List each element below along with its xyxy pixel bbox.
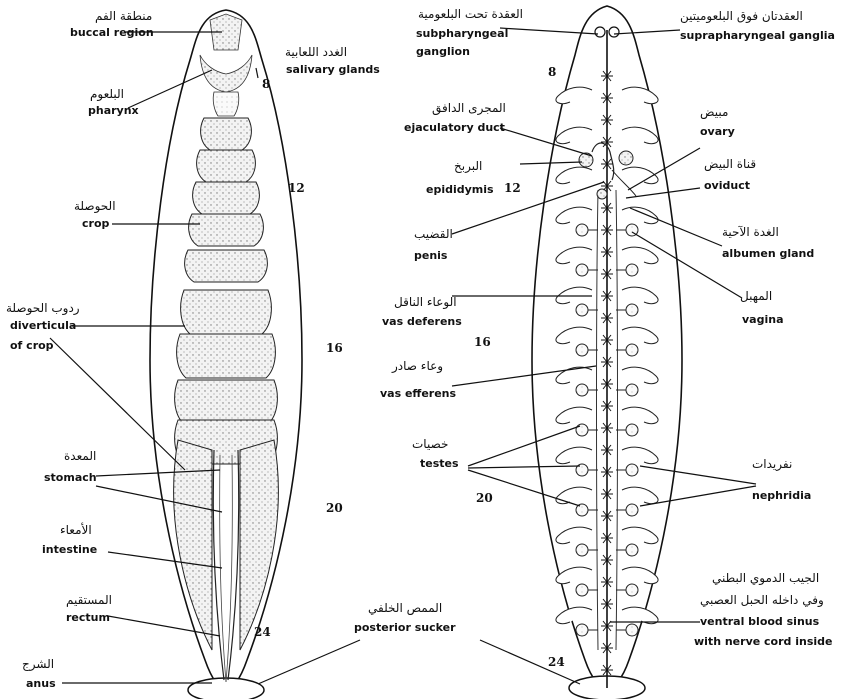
epididymis-label-ar: البربخ bbox=[454, 160, 482, 172]
vas-deferens-label-ar: الوعاء الناقل bbox=[394, 296, 457, 308]
ovary-label: ovary bbox=[700, 126, 735, 137]
vas-efferens-label-ar: وعاء صادر bbox=[392, 360, 443, 372]
blood-sinus-label-ar-line2: وفي داخله الحبل العصبي bbox=[700, 594, 824, 606]
testis-left bbox=[576, 624, 588, 636]
testis-left bbox=[576, 304, 588, 316]
diverticula-label-line2: of crop bbox=[10, 340, 54, 351]
testis-left bbox=[576, 424, 588, 436]
vagina-label-ar: المهبل bbox=[740, 290, 772, 302]
epididymis-label: epididymis bbox=[426, 184, 494, 195]
albumen-gland-label-ar: الغدة الآحية bbox=[722, 226, 779, 238]
testis-left bbox=[576, 344, 588, 356]
rectum-label: rectum bbox=[66, 612, 110, 623]
oviduct-label-ar: قناة البيض bbox=[704, 158, 756, 170]
crop-chamber bbox=[185, 250, 268, 282]
subpharyngeal-label-ar: العقدة تحت البلعومية bbox=[418, 8, 523, 20]
crop-label-ar: الحوصلة bbox=[74, 200, 116, 212]
posterior-sucker-label: posterior sucker bbox=[354, 622, 456, 633]
testis-right bbox=[626, 304, 638, 316]
penis-label-ar: القضيب bbox=[414, 228, 453, 240]
crop-chamber bbox=[181, 290, 272, 334]
left-segment-24: 24 bbox=[254, 626, 271, 638]
ovary-label-ar: مبيض bbox=[700, 106, 728, 118]
buccal-region-label: buccal region bbox=[70, 27, 154, 38]
intestine-label-ar: الأمعاء bbox=[60, 524, 92, 536]
diverticula-label-ar: ردوب الحوصلة bbox=[6, 302, 80, 314]
vas-efferens-label: vas efferens bbox=[380, 388, 456, 399]
testis-right bbox=[626, 344, 638, 356]
crop-chamber bbox=[201, 118, 252, 150]
crop-chamber bbox=[177, 334, 276, 378]
left-segment-12: 12 bbox=[288, 182, 305, 194]
testis-left bbox=[576, 384, 588, 396]
left-segment-20: 20 bbox=[326, 502, 343, 514]
testis-right bbox=[626, 504, 638, 516]
posterior-sucker-label-ar: الممص الخلفي bbox=[368, 602, 442, 614]
crop-chamber bbox=[197, 150, 256, 182]
right-segment-16: 16 bbox=[474, 336, 491, 348]
ejaculatory-duct-label: ejaculatory duct bbox=[404, 122, 505, 133]
left-segment-16: 16 bbox=[326, 342, 343, 354]
vagina-label: vagina bbox=[742, 314, 784, 325]
testis-right bbox=[626, 584, 638, 596]
nephridia-label-ar: نفريدات bbox=[752, 458, 792, 470]
left-segment-8: 8 bbox=[262, 78, 270, 90]
penis-label: penis bbox=[414, 250, 447, 261]
blood-sinus-label-line2: with nerve cord inside bbox=[694, 636, 833, 647]
suprapharyngeal-label-ar: العقدتان فوق البلعوميتين bbox=[680, 10, 803, 22]
suprapharyngeal-label: suprapharyngeal ganglia bbox=[680, 30, 835, 41]
testes-label: testes bbox=[420, 458, 459, 469]
right-segment-8: 8 bbox=[548, 66, 556, 78]
stomach-label: stomach bbox=[44, 472, 97, 483]
intestine-label: intestine bbox=[42, 544, 97, 555]
anus-label: anus bbox=[26, 678, 56, 689]
albumen-gland-label: albumen gland bbox=[722, 248, 814, 259]
crop-label: crop bbox=[82, 218, 109, 229]
testis-right bbox=[626, 264, 638, 276]
testis-right bbox=[626, 544, 638, 556]
blood-sinus-label-ar: الجيب الدموي البطني bbox=[712, 572, 819, 584]
vas-deferens-label: vas deferens bbox=[382, 316, 462, 327]
testis-left bbox=[576, 264, 588, 276]
rectum-label-ar: المستقيم bbox=[66, 594, 112, 606]
right-segment-12: 12 bbox=[504, 182, 521, 194]
ejaculatory-duct-label-ar: المجرى الدافق bbox=[432, 102, 506, 114]
stomach-label-ar: المعدة bbox=[64, 450, 96, 462]
buccal-region-label-ar: منطقة الفم bbox=[95, 10, 152, 22]
salivary-glands-label: salivary glands bbox=[286, 64, 380, 75]
crop-chamber bbox=[175, 380, 278, 424]
anus-label-ar: الشرج bbox=[22, 658, 54, 670]
crop-chamber bbox=[189, 214, 264, 246]
testis-left bbox=[576, 544, 588, 556]
crop-chamber bbox=[193, 182, 260, 214]
pharynx-label: pharynx bbox=[88, 105, 139, 116]
testis-left bbox=[576, 584, 588, 596]
right-segment-20: 20 bbox=[476, 492, 493, 504]
diverticula-label: diverticula bbox=[10, 320, 76, 331]
testis-right bbox=[626, 384, 638, 396]
salivary-glands-label-ar: الغدد اللعابية bbox=[285, 46, 347, 58]
testis-right bbox=[626, 624, 638, 636]
subpharyngeal-label-line2: ganglion bbox=[416, 46, 470, 57]
testes-label-ar: خصيات bbox=[412, 438, 448, 450]
subpharyngeal-label: subpharyngeal bbox=[416, 28, 508, 39]
testis-left bbox=[576, 224, 588, 236]
testis-right bbox=[626, 464, 638, 476]
blood-sinus-label: ventral blood sinus bbox=[700, 616, 819, 627]
pharynx-label-ar: البلعوم bbox=[90, 88, 124, 100]
nephridia-label: nephridia bbox=[752, 490, 811, 501]
right-segment-24: 24 bbox=[548, 656, 565, 668]
testis-right bbox=[626, 424, 638, 436]
oviduct-label: oviduct bbox=[704, 180, 750, 191]
